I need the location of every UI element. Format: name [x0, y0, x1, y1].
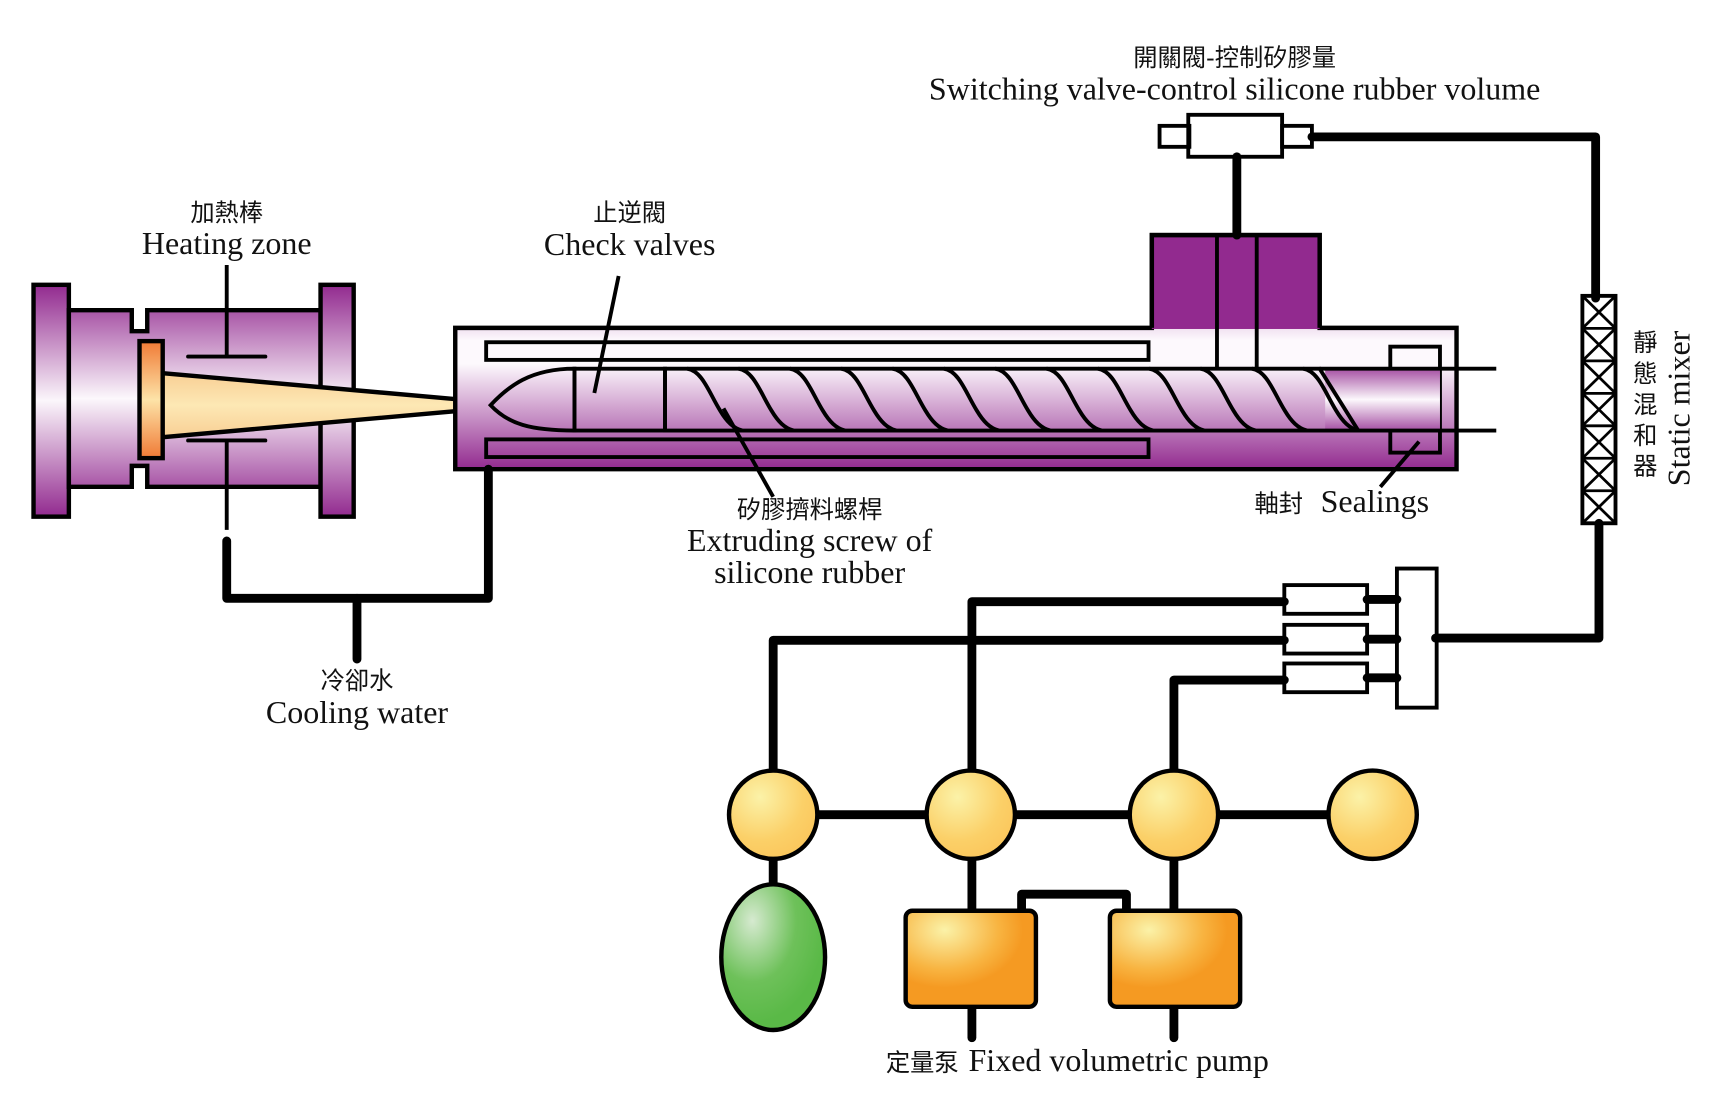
static-mixer-label-zh-2: 混 — [1633, 390, 1657, 419]
valve-to-mixer-pipe — [1307, 132, 1601, 303]
heating-zone-label-zh: 加熱棒 — [190, 198, 263, 227]
manifold-inlet-2 — [1282, 622, 1370, 656]
heater-plate — [137, 338, 165, 461]
mixer-element-line — [1581, 489, 1617, 525]
mixer-element-line — [1581, 294, 1617, 330]
static-mixer-label-zh-4: 器 — [1633, 452, 1657, 481]
screw-flight — [1302, 366, 1359, 433]
injection-barrel — [453, 232, 1497, 472]
sealings-label: 軸封 Sealings — [1255, 483, 1430, 519]
switching-valve-left-port — [1157, 123, 1192, 149]
extruding-screw-label: 矽膠擠料螺桿 Extruding screw of silicone rubbe… — [687, 495, 933, 590]
extruding-screw-label-en-1: Extruding screw of — [687, 522, 933, 558]
cooling-water-label-en: Cooling water — [266, 694, 449, 730]
pump-bridge-pipe — [1017, 889, 1131, 916]
manifold-inlet-1 — [1282, 583, 1370, 616]
screw-flight — [789, 366, 846, 433]
cooling-water-label-zh: 冷卻水 — [321, 666, 394, 695]
cooling-jacket-upper — [484, 340, 1151, 362]
static-mixer-label-zh-0: 靜 — [1633, 328, 1657, 357]
barrel-feed-block — [1151, 235, 1320, 329]
switching-valve — [1157, 112, 1314, 159]
mixer-element-line — [1581, 392, 1617, 427]
feed-tank-3 — [1127, 768, 1221, 862]
screw-flight — [891, 366, 949, 433]
check-valves-label-en: Check valves — [544, 226, 716, 262]
mixer-element-line — [1581, 327, 1617, 362]
check-valves-leader — [592, 275, 621, 394]
check-valves-label: 止逆閥 Check valves — [544, 198, 716, 262]
green-reservoir — [719, 882, 828, 1033]
sealings-leader — [1378, 440, 1421, 489]
feed-tank-4 — [1326, 768, 1420, 862]
screw-flight — [1199, 366, 1257, 433]
static-mixer-label-zh-3: 和 — [1633, 421, 1657, 450]
mold-assembly — [31, 264, 489, 530]
screw-leader — [721, 407, 775, 498]
screw-flight — [1148, 366, 1205, 433]
screw-tip — [487, 366, 577, 433]
screw-flight — [737, 366, 795, 433]
screw-flight — [1097, 366, 1154, 433]
mixer-element-line — [1581, 359, 1617, 395]
mixer-element-line — [1581, 457, 1617, 492]
sealings-label-en: Sealings — [1321, 483, 1429, 519]
heating-zone-label: 加熱棒 Heating zone — [142, 198, 312, 261]
static-mixer-label: 靜 態 混 和 器 Static mixer — [1633, 328, 1696, 486]
extruding-screw-label-zh: 矽膠擠料螺桿 — [737, 495, 883, 524]
feed-pipe-3 — [1169, 675, 1289, 774]
check-valves-label-zh: 止逆閥 — [593, 198, 666, 227]
fixed-pump-2 — [1107, 908, 1243, 1010]
screw-flight — [1045, 366, 1103, 433]
switching-valve-label-en: Switching valve-control silicone rubber … — [929, 70, 1540, 106]
feed-tanks — [726, 768, 1420, 862]
screw-flight — [1251, 366, 1308, 433]
feed-pipe-2 — [768, 635, 1289, 774]
heating-zone-label-en: Heating zone — [142, 225, 312, 261]
switching-valve-body — [1186, 112, 1285, 159]
cooling-water-label: 冷卻水 Cooling water — [266, 666, 449, 730]
switching-valve-label-zh: 開關閥-控制矽膠量 — [1133, 43, 1336, 72]
extruding-screw-label-en-2: silicone rubber — [714, 554, 905, 590]
mold-left-flange — [31, 282, 72, 519]
cooling-jacket-lower — [484, 437, 1151, 459]
fixed-pump-1 — [903, 908, 1039, 1010]
manifold-header — [1394, 566, 1439, 710]
fixed-pump-label-en: Fixed volumetric pump — [969, 1042, 1269, 1078]
switching-valve-label: 開關閥-控制矽膠量 Switching valve-control silico… — [929, 43, 1540, 106]
mixer-element-line — [1581, 424, 1617, 460]
screw-flight — [943, 366, 1000, 433]
fixed-pump-label-zh: 定量泵 — [886, 1048, 959, 1077]
static-mixer-label-en: Static mixer — [1660, 330, 1696, 486]
screw-flight — [994, 366, 1051, 433]
feed-tank-2 — [924, 768, 1018, 862]
fixed-pump-label: 定量泵 Fixed volumetric pump — [886, 1042, 1269, 1078]
switching-valve-right-port — [1280, 123, 1314, 149]
feed-pipe-1 — [967, 597, 1289, 774]
feed-tank-1 — [726, 768, 820, 862]
manifold-inlet-3 — [1282, 661, 1370, 695]
sealings-label-zh: 軸封 — [1255, 489, 1304, 518]
manifold — [1282, 566, 1439, 710]
mixer-to-manifold-pipe — [1431, 518, 1604, 643]
screw-flight — [840, 366, 897, 433]
static-mixer — [1580, 293, 1618, 526]
static-mixer-label-zh-1: 態 — [1633, 359, 1657, 388]
